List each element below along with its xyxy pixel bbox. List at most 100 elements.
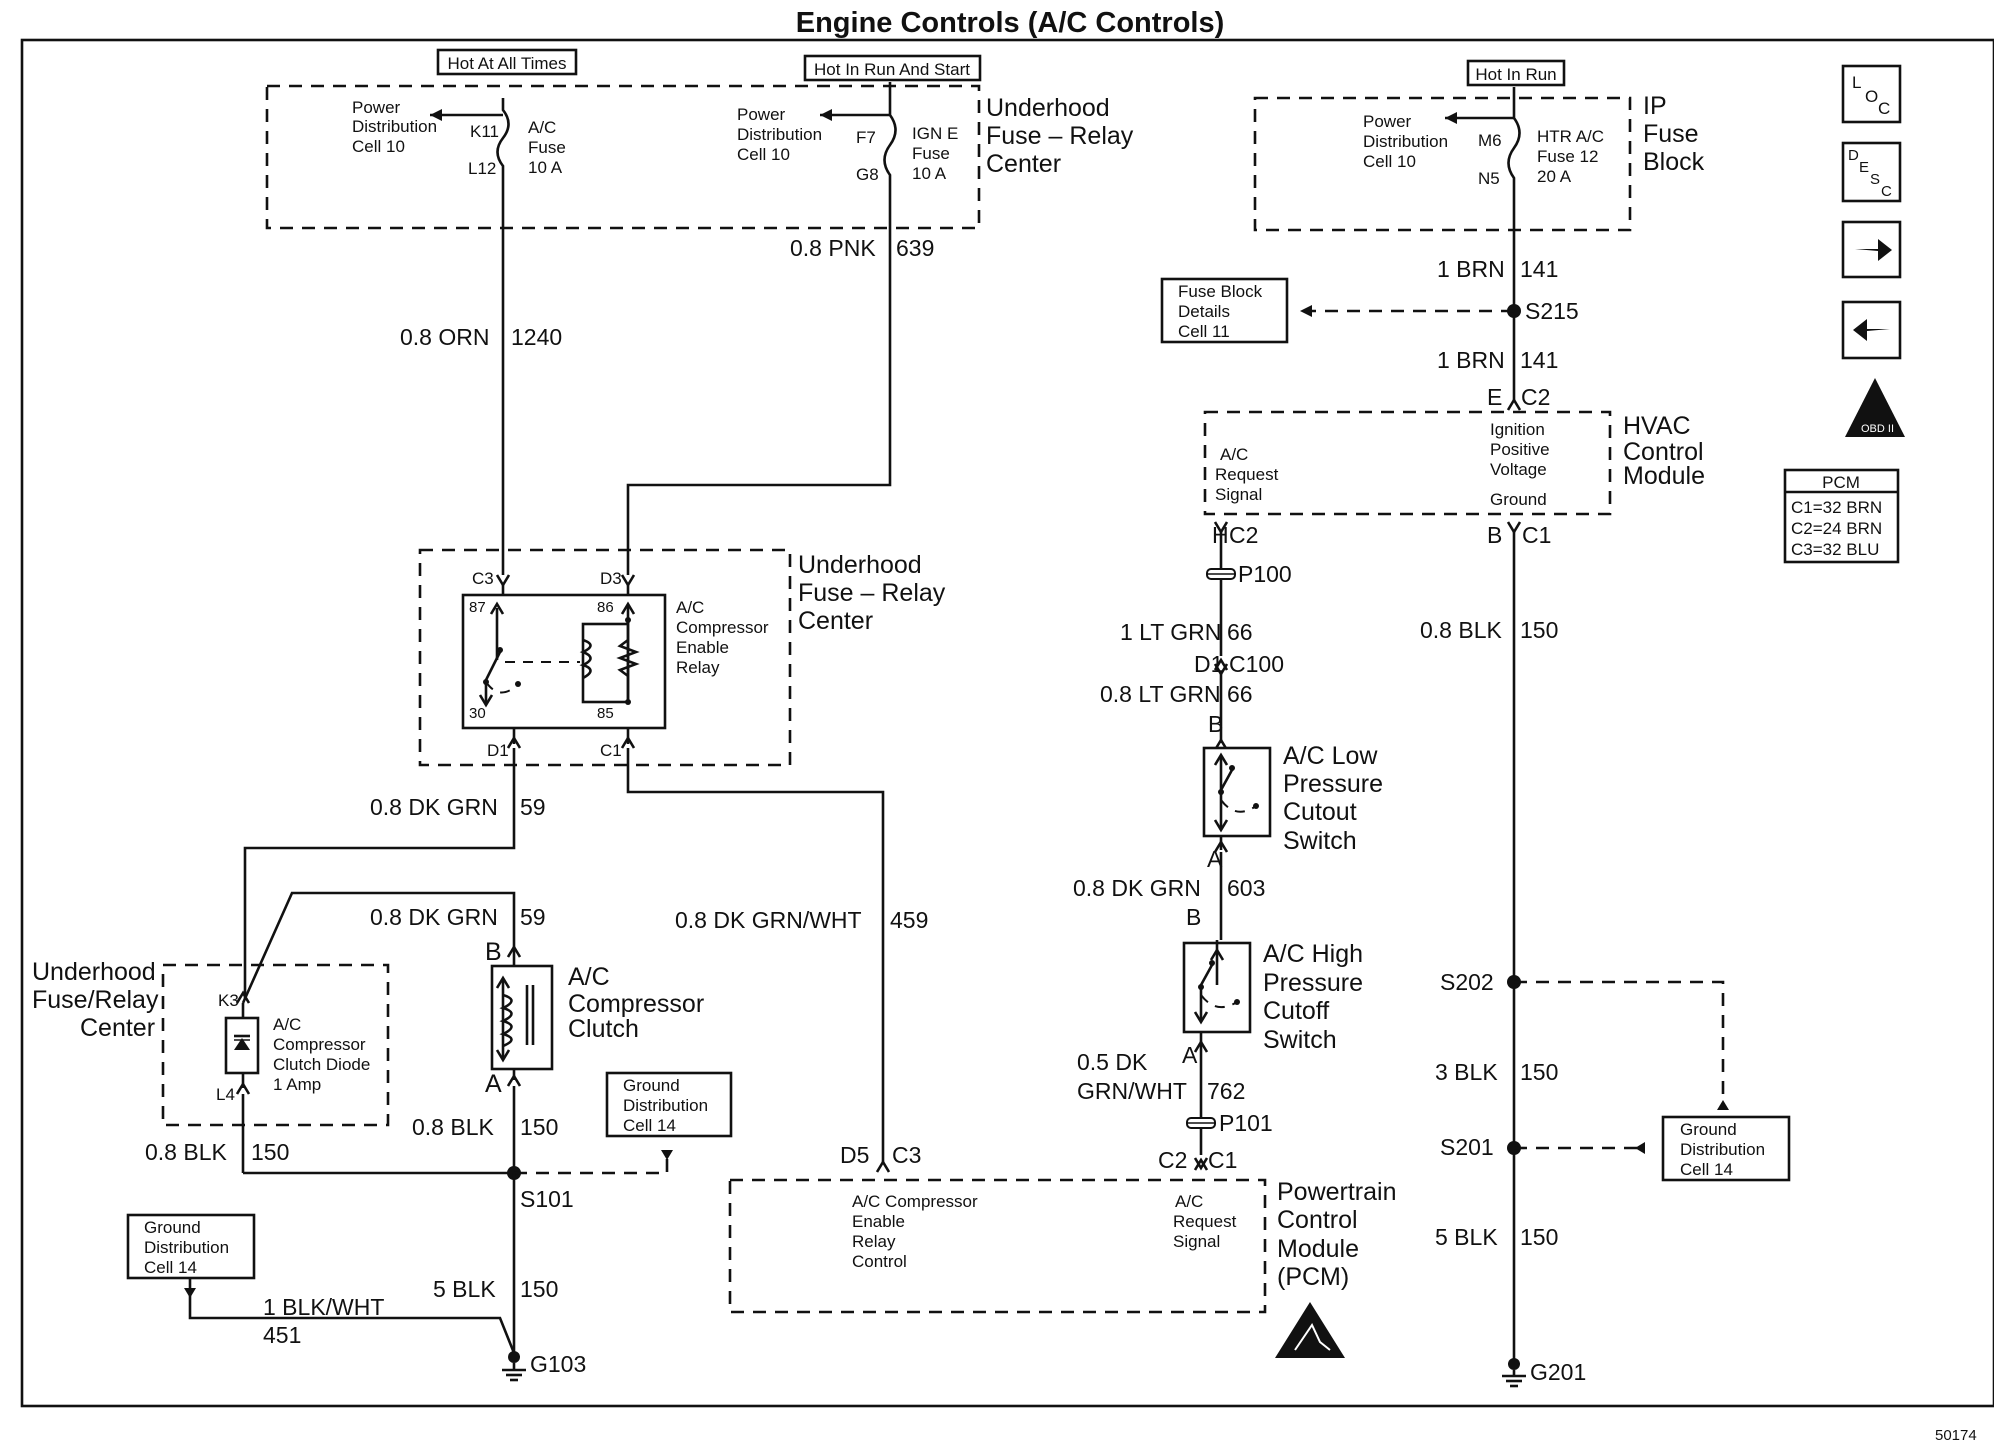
pcm-conn-c2-c1: C2 C1 [1158,1147,1237,1173]
svg-text:Compressor: Compressor [273,1035,366,1054]
wire-150a-color: 0.8 BLK [145,1139,227,1165]
diode-center-label: Underhood Fuse/Relay Center [32,958,159,1042]
splice-s215-label: S215 [1525,298,1579,324]
ac-fuse-10a: Power Distribution Cell 10 K11 L12 A/C F… [352,98,566,298]
svg-text:Request: Request [1173,1212,1237,1231]
svg-text:E: E [1859,159,1869,176]
hvac-control-module-box [1203,410,1612,516]
wire-59b-color: 0.8 DK GRN [370,904,498,930]
svg-text:Fuse – Relay: Fuse – Relay [798,579,946,607]
svg-text:Distribution: Distribution [352,117,437,136]
hvac-conn-e-label: C2 [1521,384,1550,410]
svg-text:B: B [1487,522,1502,548]
hvac-conn-b: B C1 [1487,521,1551,548]
svg-text:Control: Control [1277,1206,1358,1234]
relay-center-label: Underhood Fuse – Relay Center [798,551,946,635]
wire-150e-color: 3 BLK [1435,1059,1498,1085]
svg-text:85: 85 [597,705,614,722]
svg-text:Cell 14: Cell 14 [1680,1160,1733,1179]
svg-text:P101: P101 [1219,1110,1273,1136]
fuse-block-details-ref[interactable]: Fuse Block Details Cell 11 [1160,277,1289,344]
svg-text:Details: Details [1178,302,1230,321]
svg-text:Module: Module [1623,462,1705,490]
svg-text:Ground: Ground [144,1218,201,1237]
svg-text:Underhood: Underhood [32,958,156,986]
wire-451-circuit: 451 [263,1322,301,1348]
wire-141a-color: 1 BRN [1437,256,1505,282]
svg-text:Distribution: Distribution [1680,1140,1765,1159]
svg-text:L12: L12 [468,159,496,178]
splice-s202-label: S202 [1440,969,1494,995]
svg-text:C: C [1881,183,1892,200]
loc-icon[interactable]: LOC [1841,64,1902,124]
right-arrow-icon[interactable] [1841,220,1902,279]
svg-text:B: B [1208,711,1223,737]
s202-ref-line [1514,980,1725,1100]
page-title: Engine Controls (A/C Controls) [796,7,1225,39]
ground-distribution-ref-2[interactable]: Ground Distribution Cell 14 [126,1213,256,1280]
svg-text:M6: M6 [1478,131,1502,150]
wire-150c-circuit: 150 [520,1276,558,1302]
hvac-req-3: Signal [1215,485,1262,504]
svg-text:A/C: A/C [568,963,610,991]
ac-compressor-clutch-diode: K3 L4 A/C Compressor Clutch Diode 1 Amp [216,990,370,1104]
underhood-fuse-center-top [265,84,981,230]
wire-639 [626,250,892,575]
wire-150a-circuit: 150 [251,1139,289,1165]
svg-text:1 Amp: 1 Amp [273,1075,321,1094]
hvac-req-2: Request [1215,465,1279,484]
wire-1240-color: 0.8 ORN [400,324,489,350]
svg-text:Ground: Ground [1680,1120,1737,1139]
ac-compressor-clutch: B A A/C Compressor Clutch [485,938,704,1098]
svg-text:Control: Control [1623,438,1704,466]
svg-text:Enable: Enable [852,1212,905,1231]
svg-text:Cutout: Cutout [1283,798,1357,826]
connector-p101: P101 [1186,1110,1273,1136]
diode-center-box [161,963,390,1127]
hvac-ign-1: Ignition [1490,420,1545,439]
svg-text:G103: G103 [530,1351,586,1377]
svg-text:Clutch: Clutch [568,1015,639,1043]
splice-s101-label: S101 [520,1186,574,1212]
svg-text:Power: Power [1363,112,1412,131]
left-arrow-icon[interactable] [1841,300,1902,360]
svg-text:10 A: 10 A [912,164,947,183]
svg-text:D5: D5 [840,1142,869,1168]
svg-text:C1: C1 [600,741,622,760]
ip-fuse-block-label: IP Fuse Block [1643,92,1705,176]
svg-text:A/C: A/C [528,118,556,137]
svg-text:S: S [1870,171,1880,188]
svg-text:Compressor: Compressor [568,990,704,1018]
svg-text:A: A [1182,1042,1198,1068]
svg-text:20 A: 20 A [1537,167,1572,186]
svg-text:Cell 10: Cell 10 [1363,152,1416,171]
wire-459-color: 0.8 DK GRN/WHT [675,907,862,933]
wire-150b-color: 0.8 BLK [412,1114,494,1140]
hvac-req-1: A/C [1220,445,1248,464]
wire-66b-circuit: 66 [1227,681,1253,707]
wire-150f-color: 5 BLK [1435,1224,1498,1250]
ground-distribution-ref-3[interactable]: Ground Distribution Cell 14 [1661,1115,1791,1182]
svg-text:Clutch Diode: Clutch Diode [273,1055,370,1074]
wire-459 [626,748,885,1163]
svg-text:C3: C3 [472,569,494,588]
htr-ac-fuse-12: Power Distribution Cell 10 M6 N5 HTR A/C… [1363,87,1604,250]
obd-ii-icon[interactable]: OBD II [1845,378,1905,437]
svg-text:D3: D3 [600,569,622,588]
svg-text:IP: IP [1643,92,1667,120]
wire-762-color-1: 0.5 DK [1077,1049,1148,1075]
ground-distribution-ref-1[interactable]: Ground Distribution Cell 14 [605,1071,733,1138]
svg-text:C2=24 BRN: C2=24 BRN [1791,519,1882,538]
svg-text:HTR A/C: HTR A/C [1537,127,1604,146]
svg-text:Fuse Block: Fuse Block [1178,282,1263,301]
svg-text:10 A: 10 A [528,158,563,177]
wire-141b-circuit: 141 [1520,347,1558,373]
svg-text:Relay: Relay [676,658,720,677]
pcm-connector-table: PCM C1=32 BRN C2=24 BRN C3=32 BLU [1783,468,1900,564]
underhood-fuse-center-top-label: Underhood Fuse – Relay Center [986,94,1134,178]
wire-150f-circuit: 150 [1520,1224,1558,1250]
svg-text:C: C [1878,99,1890,118]
svg-text:Hot At All Times: Hot At All Times [447,54,566,73]
